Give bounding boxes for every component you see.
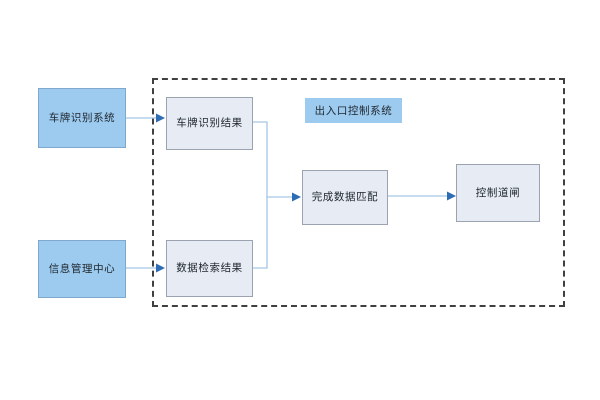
edge-lpr-result-to-data-match <box>253 121 301 202</box>
edge-data-match-to-gate-control <box>388 191 456 201</box>
node-gate-control[interactable]: 控制道闸 <box>456 164 540 222</box>
edge-lpr-system-to-lpr-result <box>126 113 165 123</box>
node-lpr-system[interactable]: 车牌识别系统 <box>38 88 126 148</box>
node-search-result[interactable]: 数据检索结果 <box>166 240 253 297</box>
group-title-label: 出入口控制系统 <box>305 98 402 123</box>
node-data-match[interactable]: 完成数据匹配 <box>302 170 388 225</box>
edge-search-result-to-data-match <box>253 197 268 269</box>
edge-info-center-to-search-result <box>126 263 165 273</box>
node-info-center[interactable]: 信息管理中心 <box>38 240 126 298</box>
node-lpr-result[interactable]: 车牌识别结果 <box>166 97 253 150</box>
